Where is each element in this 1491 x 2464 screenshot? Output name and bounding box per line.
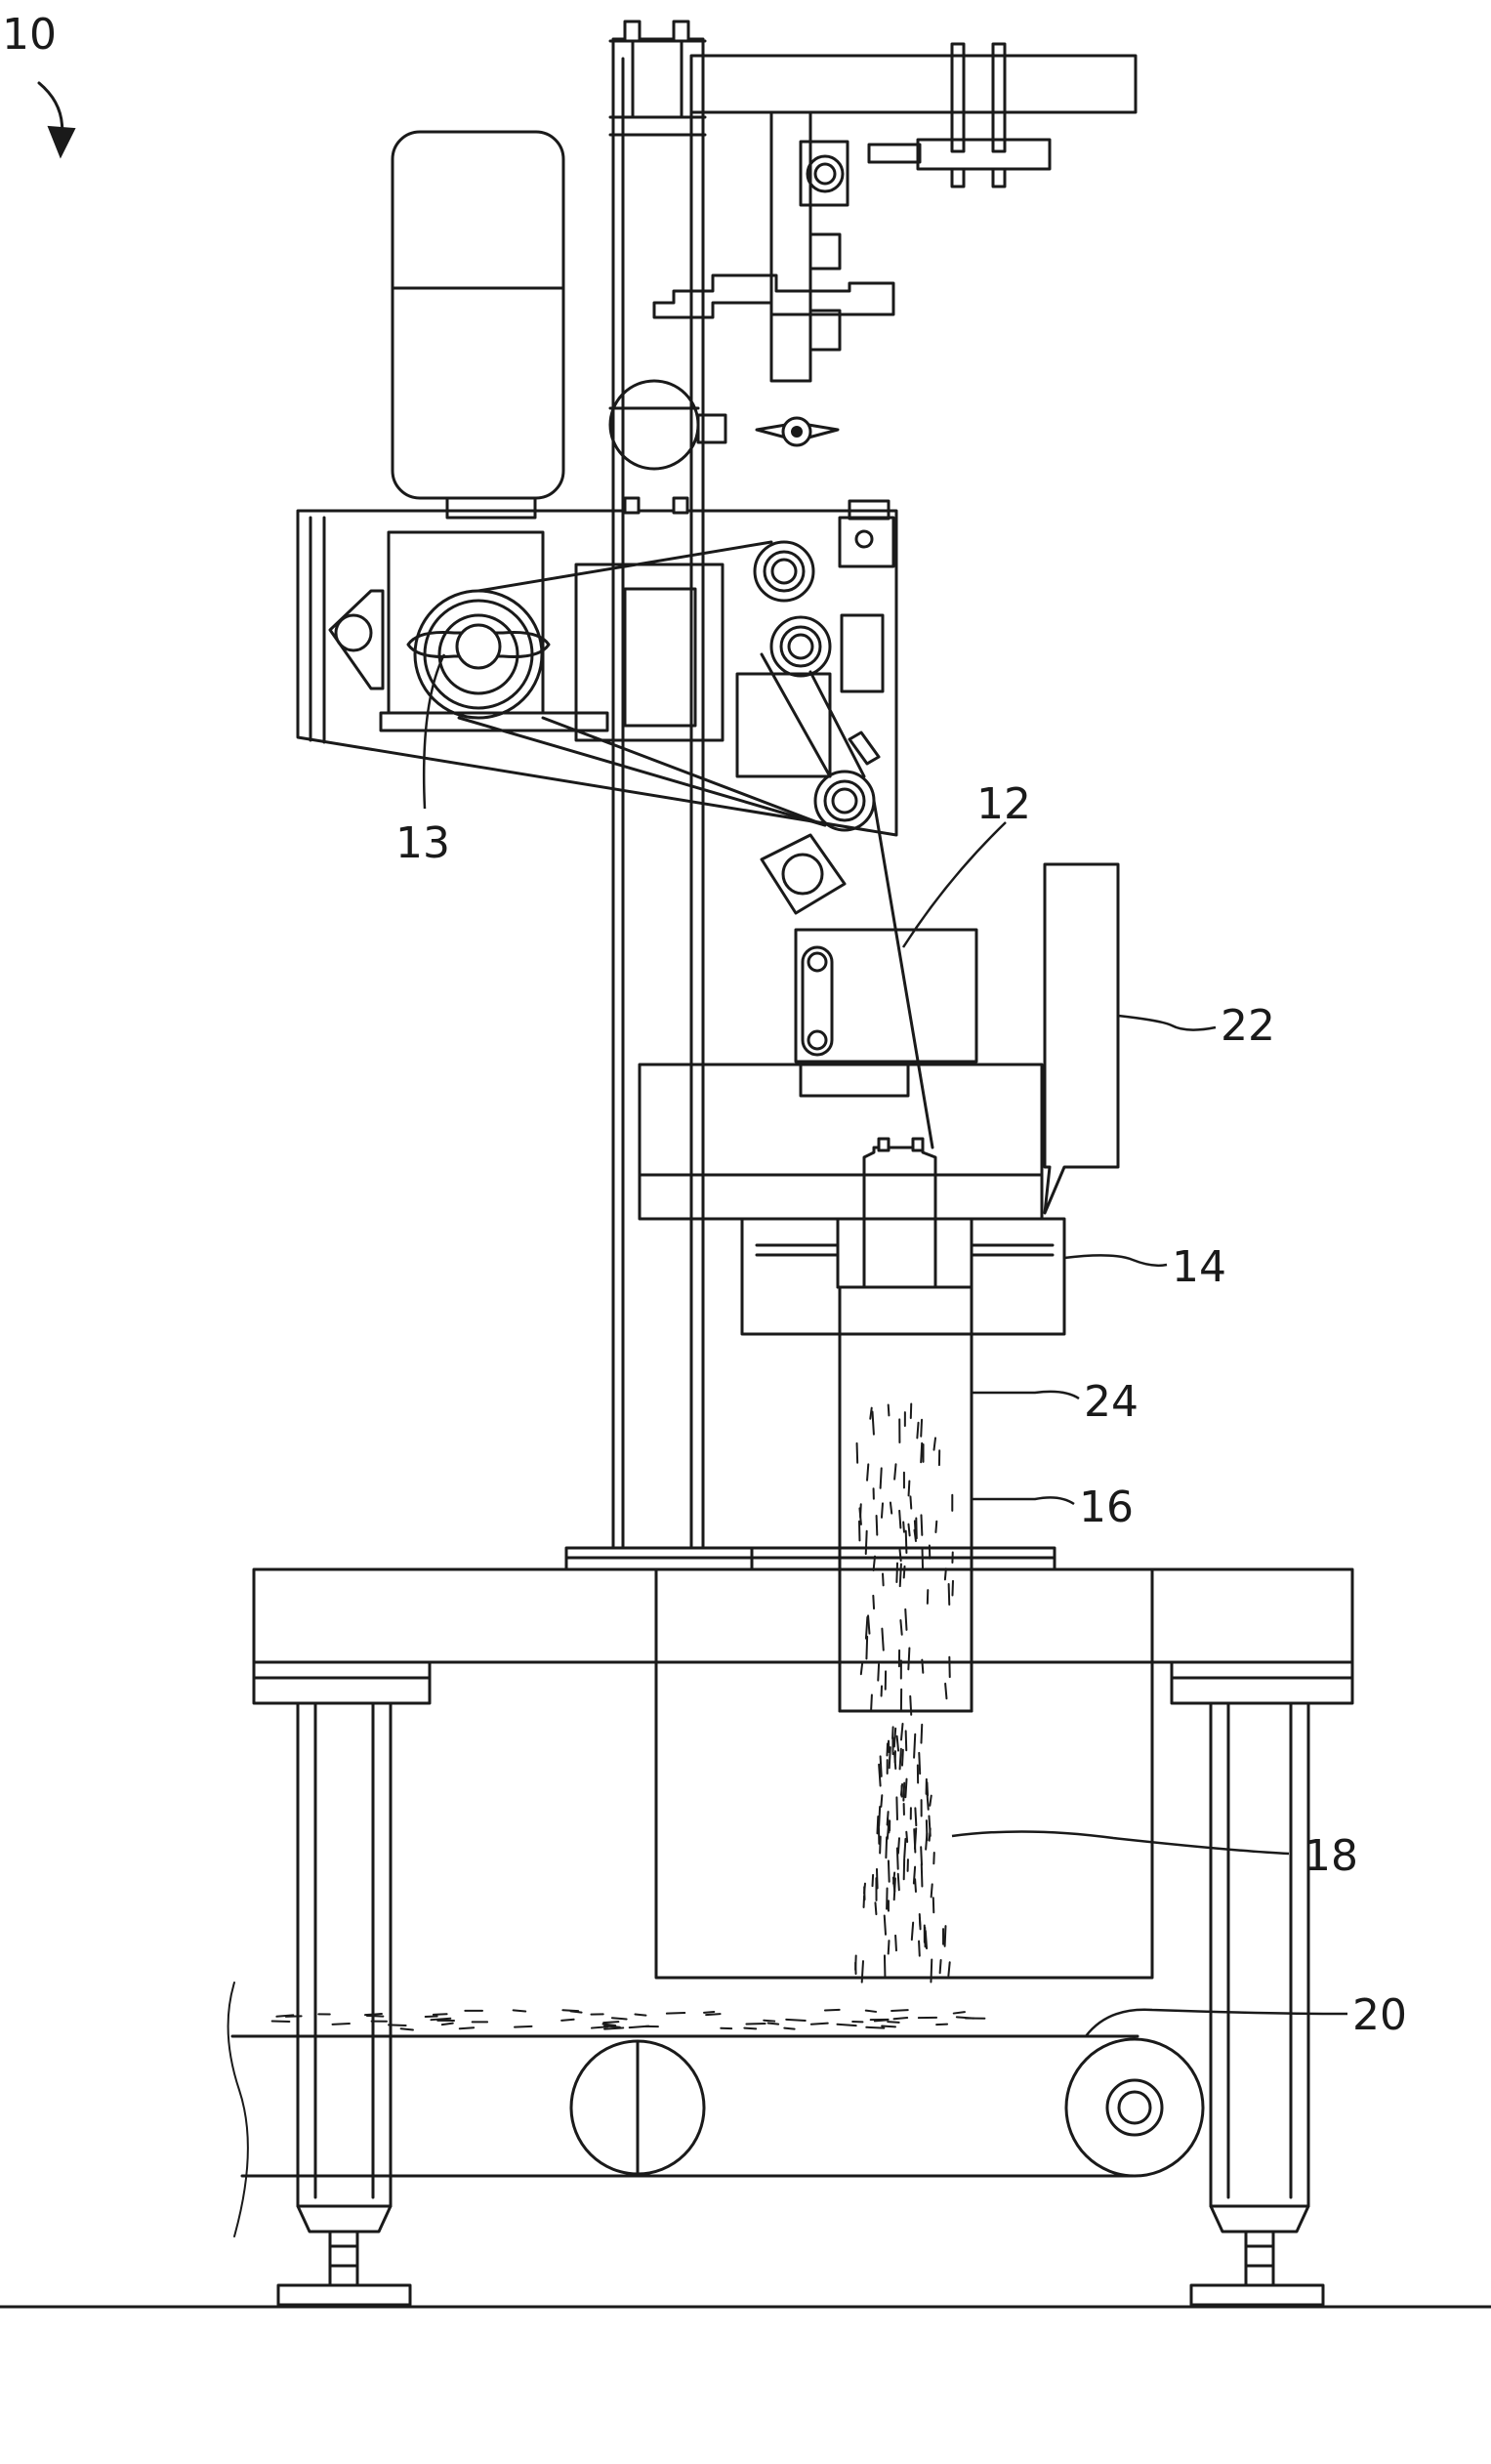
conveyed-particles xyxy=(272,2010,985,2030)
callout-22: 22 xyxy=(1118,1001,1275,1051)
callout-12: 12 xyxy=(903,779,1031,947)
wing-nut xyxy=(757,418,838,445)
top-arm xyxy=(691,44,1136,187)
collection-bin xyxy=(656,1662,1152,1978)
callout-18: 18 xyxy=(952,1831,1358,1881)
gauge xyxy=(610,381,725,469)
falling-particles xyxy=(855,1403,953,1982)
label-20: 20 xyxy=(1352,1990,1407,2040)
callout-20: 20 xyxy=(1086,1990,1407,2040)
arrow-10-head xyxy=(49,127,74,156)
callout-16: 16 xyxy=(972,1483,1134,1532)
spool-block xyxy=(796,930,976,1096)
table-top xyxy=(254,1548,1352,1662)
motor xyxy=(393,132,563,518)
winding-housing xyxy=(298,498,932,1148)
callout-14: 14 xyxy=(1064,1242,1226,1292)
label-24: 24 xyxy=(1084,1377,1139,1427)
callout-24: 24 xyxy=(972,1377,1139,1427)
table-leg-right xyxy=(1172,1662,1352,2305)
label-13: 13 xyxy=(395,818,450,868)
label-18: 18 xyxy=(1304,1831,1358,1881)
table-leg-left xyxy=(254,1662,430,2305)
label-10: 10 xyxy=(2,10,57,60)
label-16: 16 xyxy=(1079,1483,1134,1532)
extrusion-head xyxy=(742,1219,1064,1334)
hopper xyxy=(1045,864,1118,1213)
platform xyxy=(640,1065,1042,1219)
label-12: 12 xyxy=(976,779,1031,829)
label-14: 14 xyxy=(1172,1242,1226,1292)
label-22: 22 xyxy=(1221,1001,1275,1051)
